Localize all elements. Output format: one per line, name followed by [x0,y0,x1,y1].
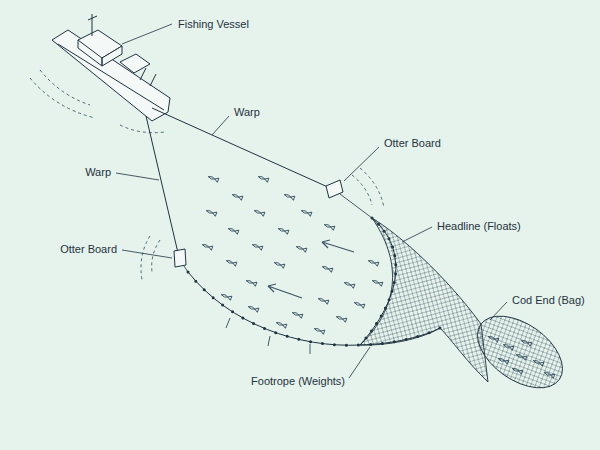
wake-line [352,175,372,205]
fish [502,343,513,351]
warp-line [146,116,178,253]
wheelhouse-side [102,46,122,66]
part-label: Headline (Floats) [435,220,523,233]
gantry [140,68,156,86]
fish [227,227,238,235]
fish [283,193,294,201]
fishing-vessel [52,14,170,121]
bridle [340,194,372,218]
flow-arrows [268,240,354,298]
fish [225,259,236,267]
fish [273,261,284,269]
otter-boards [174,180,343,267]
weights [188,272,440,345]
fish [247,305,258,313]
fish [231,193,242,201]
leader-line [116,173,159,180]
fish [207,175,218,183]
fish [300,209,311,217]
leader-line [490,302,507,320]
fish-school [201,175,554,379]
fish [532,359,543,367]
fish [323,223,334,231]
leader-line [122,250,172,258]
fish [257,175,268,183]
fish [543,371,554,379]
wake-line [141,236,150,280]
footrope-ties [226,318,310,354]
wake-line [360,168,384,208]
fish [253,209,264,217]
ship-mast [88,14,97,36]
fish [343,281,354,289]
fish [205,209,216,217]
fish [321,265,332,273]
wake-line [40,70,90,105]
fish [511,367,522,375]
fish [313,327,324,335]
part-label: Otter Board [382,137,443,150]
leader-line [349,347,370,378]
headline [360,218,396,345]
wake-lines [30,70,384,280]
floats [360,218,396,345]
fish [317,297,328,305]
part-label: Warp [232,106,262,119]
leader-line [212,116,229,135]
part-label: Warp [83,166,113,179]
wake-line [120,125,165,133]
fish [251,243,262,251]
part-label: Otter Board [58,243,119,256]
warps [146,108,330,253]
fish [367,259,378,267]
fish [245,279,256,287]
otter-board [174,249,186,267]
flow-arrow [268,284,302,298]
part-label: Footrope (Weights) [249,375,347,388]
leader-line [402,227,432,242]
wheelhouse-front [78,40,102,66]
fish [220,293,231,301]
net-body [360,218,488,382]
fish [201,243,212,251]
cod-end [465,302,576,403]
fish [291,311,302,319]
part-label: Fishing Vessel [176,18,251,31]
leader-lines [116,24,507,378]
part-label: Cod End (Bag) [510,294,587,307]
otter-board [326,180,343,198]
fish [520,339,531,347]
fish [277,227,288,235]
fish [371,279,382,287]
flow-arrow [322,240,354,252]
leader-line [344,147,379,181]
fish [487,335,498,343]
bridles [184,194,372,272]
warp-line [152,108,330,188]
fish [295,245,306,253]
deck-line [58,44,164,110]
wake-line [30,78,95,118]
fish [497,357,508,365]
fish [275,321,286,329]
fish [335,315,346,323]
fish [515,353,526,361]
ship-hull [52,30,170,121]
footrope [188,272,440,345]
fish [353,301,364,309]
deck-house [120,54,150,73]
leader-line [122,24,172,44]
